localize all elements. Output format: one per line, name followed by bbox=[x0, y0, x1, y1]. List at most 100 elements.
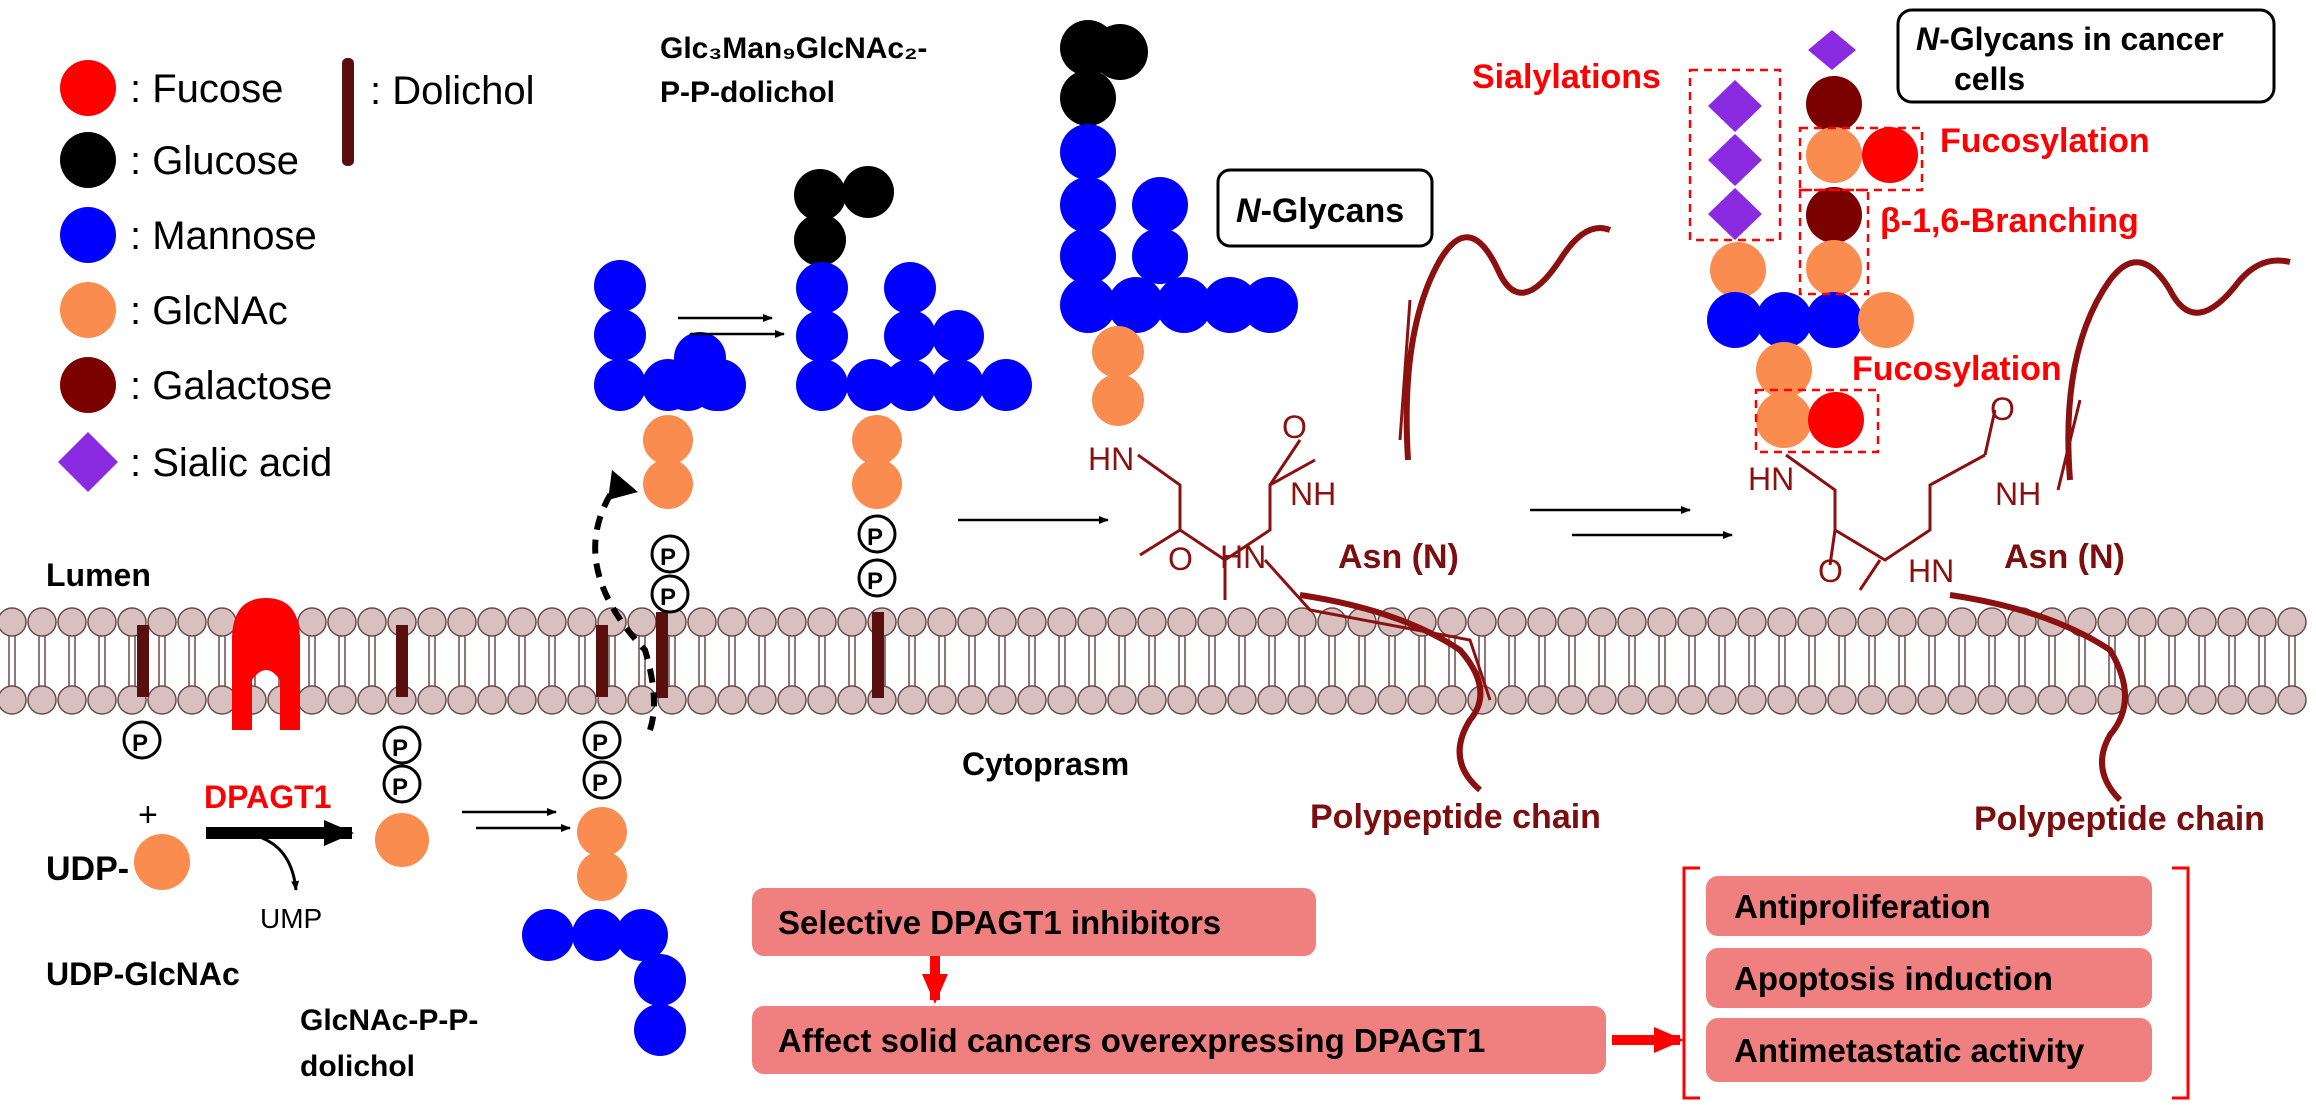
lipid-head-bottom bbox=[1677, 685, 1707, 715]
lipid-head-bottom bbox=[1797, 685, 1827, 715]
legend-glucose: : Glucose bbox=[130, 139, 299, 183]
lipid-head-top bbox=[1587, 607, 1617, 637]
lipid-head-top bbox=[1497, 607, 1527, 637]
lipid-head-bottom bbox=[1287, 685, 1317, 715]
dolichol-anchors bbox=[137, 612, 884, 698]
o-label: O bbox=[1168, 541, 1193, 577]
lipid-head-top bbox=[507, 607, 537, 637]
lipid-head-top bbox=[1947, 607, 1977, 637]
lipid-head-top bbox=[747, 607, 777, 637]
lipid-head-top bbox=[1737, 607, 1767, 637]
udp-label: UDP- bbox=[46, 850, 129, 888]
plus-sign: + bbox=[138, 796, 158, 834]
outcome-apoptosis: Apoptosis induction bbox=[1734, 960, 2053, 997]
lipid-head-bottom bbox=[207, 685, 237, 715]
lipid-head-bottom bbox=[1917, 685, 1947, 715]
lipid-head-bottom bbox=[1227, 685, 1257, 715]
cancer-label-1: N-Glycans in cancer bbox=[1916, 21, 2224, 57]
sialic-acid-icon bbox=[58, 432, 118, 492]
lipid-head-bottom bbox=[1617, 685, 1647, 715]
lipid-head-bottom bbox=[2037, 685, 2067, 715]
nh-label: NH bbox=[1290, 476, 1336, 512]
lipid-head-bottom bbox=[1497, 685, 1527, 715]
galactose-icon bbox=[60, 357, 116, 413]
lipid-head-top bbox=[1227, 607, 1257, 637]
lipid-head-top bbox=[927, 607, 957, 637]
lipid-head-top bbox=[1137, 607, 1167, 637]
lipid-head-bottom bbox=[1377, 685, 1407, 715]
hn-label: HN bbox=[1748, 461, 1794, 497]
outcome-antimetastatic: Antimetastatic activity bbox=[1734, 1032, 2085, 1069]
asn-label: Asn (N) bbox=[1338, 538, 1459, 576]
lipid-head-top bbox=[777, 607, 807, 637]
outcome-box bbox=[1706, 876, 2152, 936]
dolichol-icon bbox=[342, 58, 354, 166]
affect-text: Affect solid cancers overexpressing DPAG… bbox=[778, 1022, 1485, 1059]
lipid-head-bottom bbox=[1977, 685, 2007, 715]
lipid-head-top bbox=[57, 607, 87, 637]
hn-label: HN bbox=[1088, 441, 1134, 477]
lipid-head-top bbox=[1527, 607, 1557, 637]
lipid-head-bottom bbox=[1527, 685, 1557, 715]
lumen-label: Lumen bbox=[46, 557, 151, 593]
hn-label: HN bbox=[1908, 553, 1954, 589]
svg-text:P: P bbox=[592, 770, 608, 797]
glcnac-pp-dolichol-label-2: dolichol bbox=[300, 1050, 415, 1083]
right-bracket bbox=[2172, 866, 2190, 1100]
lipid-head-top bbox=[897, 607, 927, 637]
fucosylation-top-label: Fucosylation bbox=[1940, 122, 2150, 160]
lipid-head-bottom bbox=[2127, 685, 2157, 715]
phosphate-label: P bbox=[132, 730, 148, 757]
lipid-head-top bbox=[1047, 607, 1077, 637]
lipid-head-top bbox=[1767, 607, 1797, 637]
lipid-head-top bbox=[1437, 607, 1467, 637]
lipid-head-bottom bbox=[1587, 685, 1617, 715]
lipid-head-bottom bbox=[1077, 685, 1107, 715]
legend: : Fucose : Glucose : Mannose : GlcNAc : … bbox=[58, 58, 535, 492]
lipid-head-bottom bbox=[1707, 685, 1737, 715]
lipid-head-bottom bbox=[927, 685, 957, 715]
svg-text:P: P bbox=[592, 730, 608, 757]
precursor-label-1: Glc₃Man₉GlcNAc₂- bbox=[660, 32, 927, 65]
branching-box bbox=[1798, 188, 1870, 296]
lipid-head-bottom bbox=[2157, 685, 2187, 715]
lipid-head-top bbox=[807, 607, 837, 637]
lipid-head-bottom bbox=[1947, 685, 1977, 715]
lipid-head-bottom bbox=[987, 685, 1017, 715]
lipid-head-top bbox=[1677, 607, 1707, 637]
polypeptide-chain-left bbox=[1403, 225, 1612, 461]
lipid-head-bottom bbox=[567, 685, 597, 715]
lipid-head-bottom bbox=[2067, 685, 2097, 715]
glcnac-pp-dolichol-label-1: GlcNAc-P-P- bbox=[300, 1004, 478, 1037]
lipid-head-bottom bbox=[2007, 685, 2037, 715]
mannose-icon bbox=[60, 207, 116, 263]
lipid-head-bottom bbox=[747, 685, 777, 715]
lipid-head-top bbox=[1467, 607, 1497, 637]
lipid-head-top bbox=[957, 607, 987, 637]
lipid-head-top bbox=[1107, 607, 1137, 637]
lipid-head-top bbox=[1617, 607, 1647, 637]
lipid-head-top bbox=[537, 607, 567, 637]
hn-label: HN bbox=[1220, 539, 1266, 575]
sialylations-label: Sialylations bbox=[1472, 58, 1661, 96]
lipid-head-bottom bbox=[837, 685, 867, 715]
lipid-head-top bbox=[1557, 607, 1587, 637]
lipid-head-top bbox=[417, 607, 447, 637]
lipid-head-bottom bbox=[1437, 685, 1467, 715]
n-glycan-structure bbox=[1060, 20, 1298, 426]
cancer-label-box bbox=[1896, 8, 2276, 104]
lipid-head-bottom bbox=[1647, 685, 1677, 715]
lipid-head-top bbox=[2277, 607, 2307, 637]
lipid-head-top bbox=[1257, 607, 1287, 637]
dpagt1-enzyme-icon bbox=[232, 598, 300, 730]
polypeptide-chain-right bbox=[2065, 257, 2291, 481]
glucose-icon bbox=[60, 132, 116, 188]
lipid-head-top bbox=[447, 607, 477, 637]
outcome-box bbox=[1706, 1018, 2152, 1082]
lipid-head-bottom bbox=[0, 685, 27, 715]
asn-label: Asn (N) bbox=[2004, 538, 2125, 576]
lipid-head-top bbox=[987, 607, 1017, 637]
nh-label: NH bbox=[1995, 476, 2041, 512]
